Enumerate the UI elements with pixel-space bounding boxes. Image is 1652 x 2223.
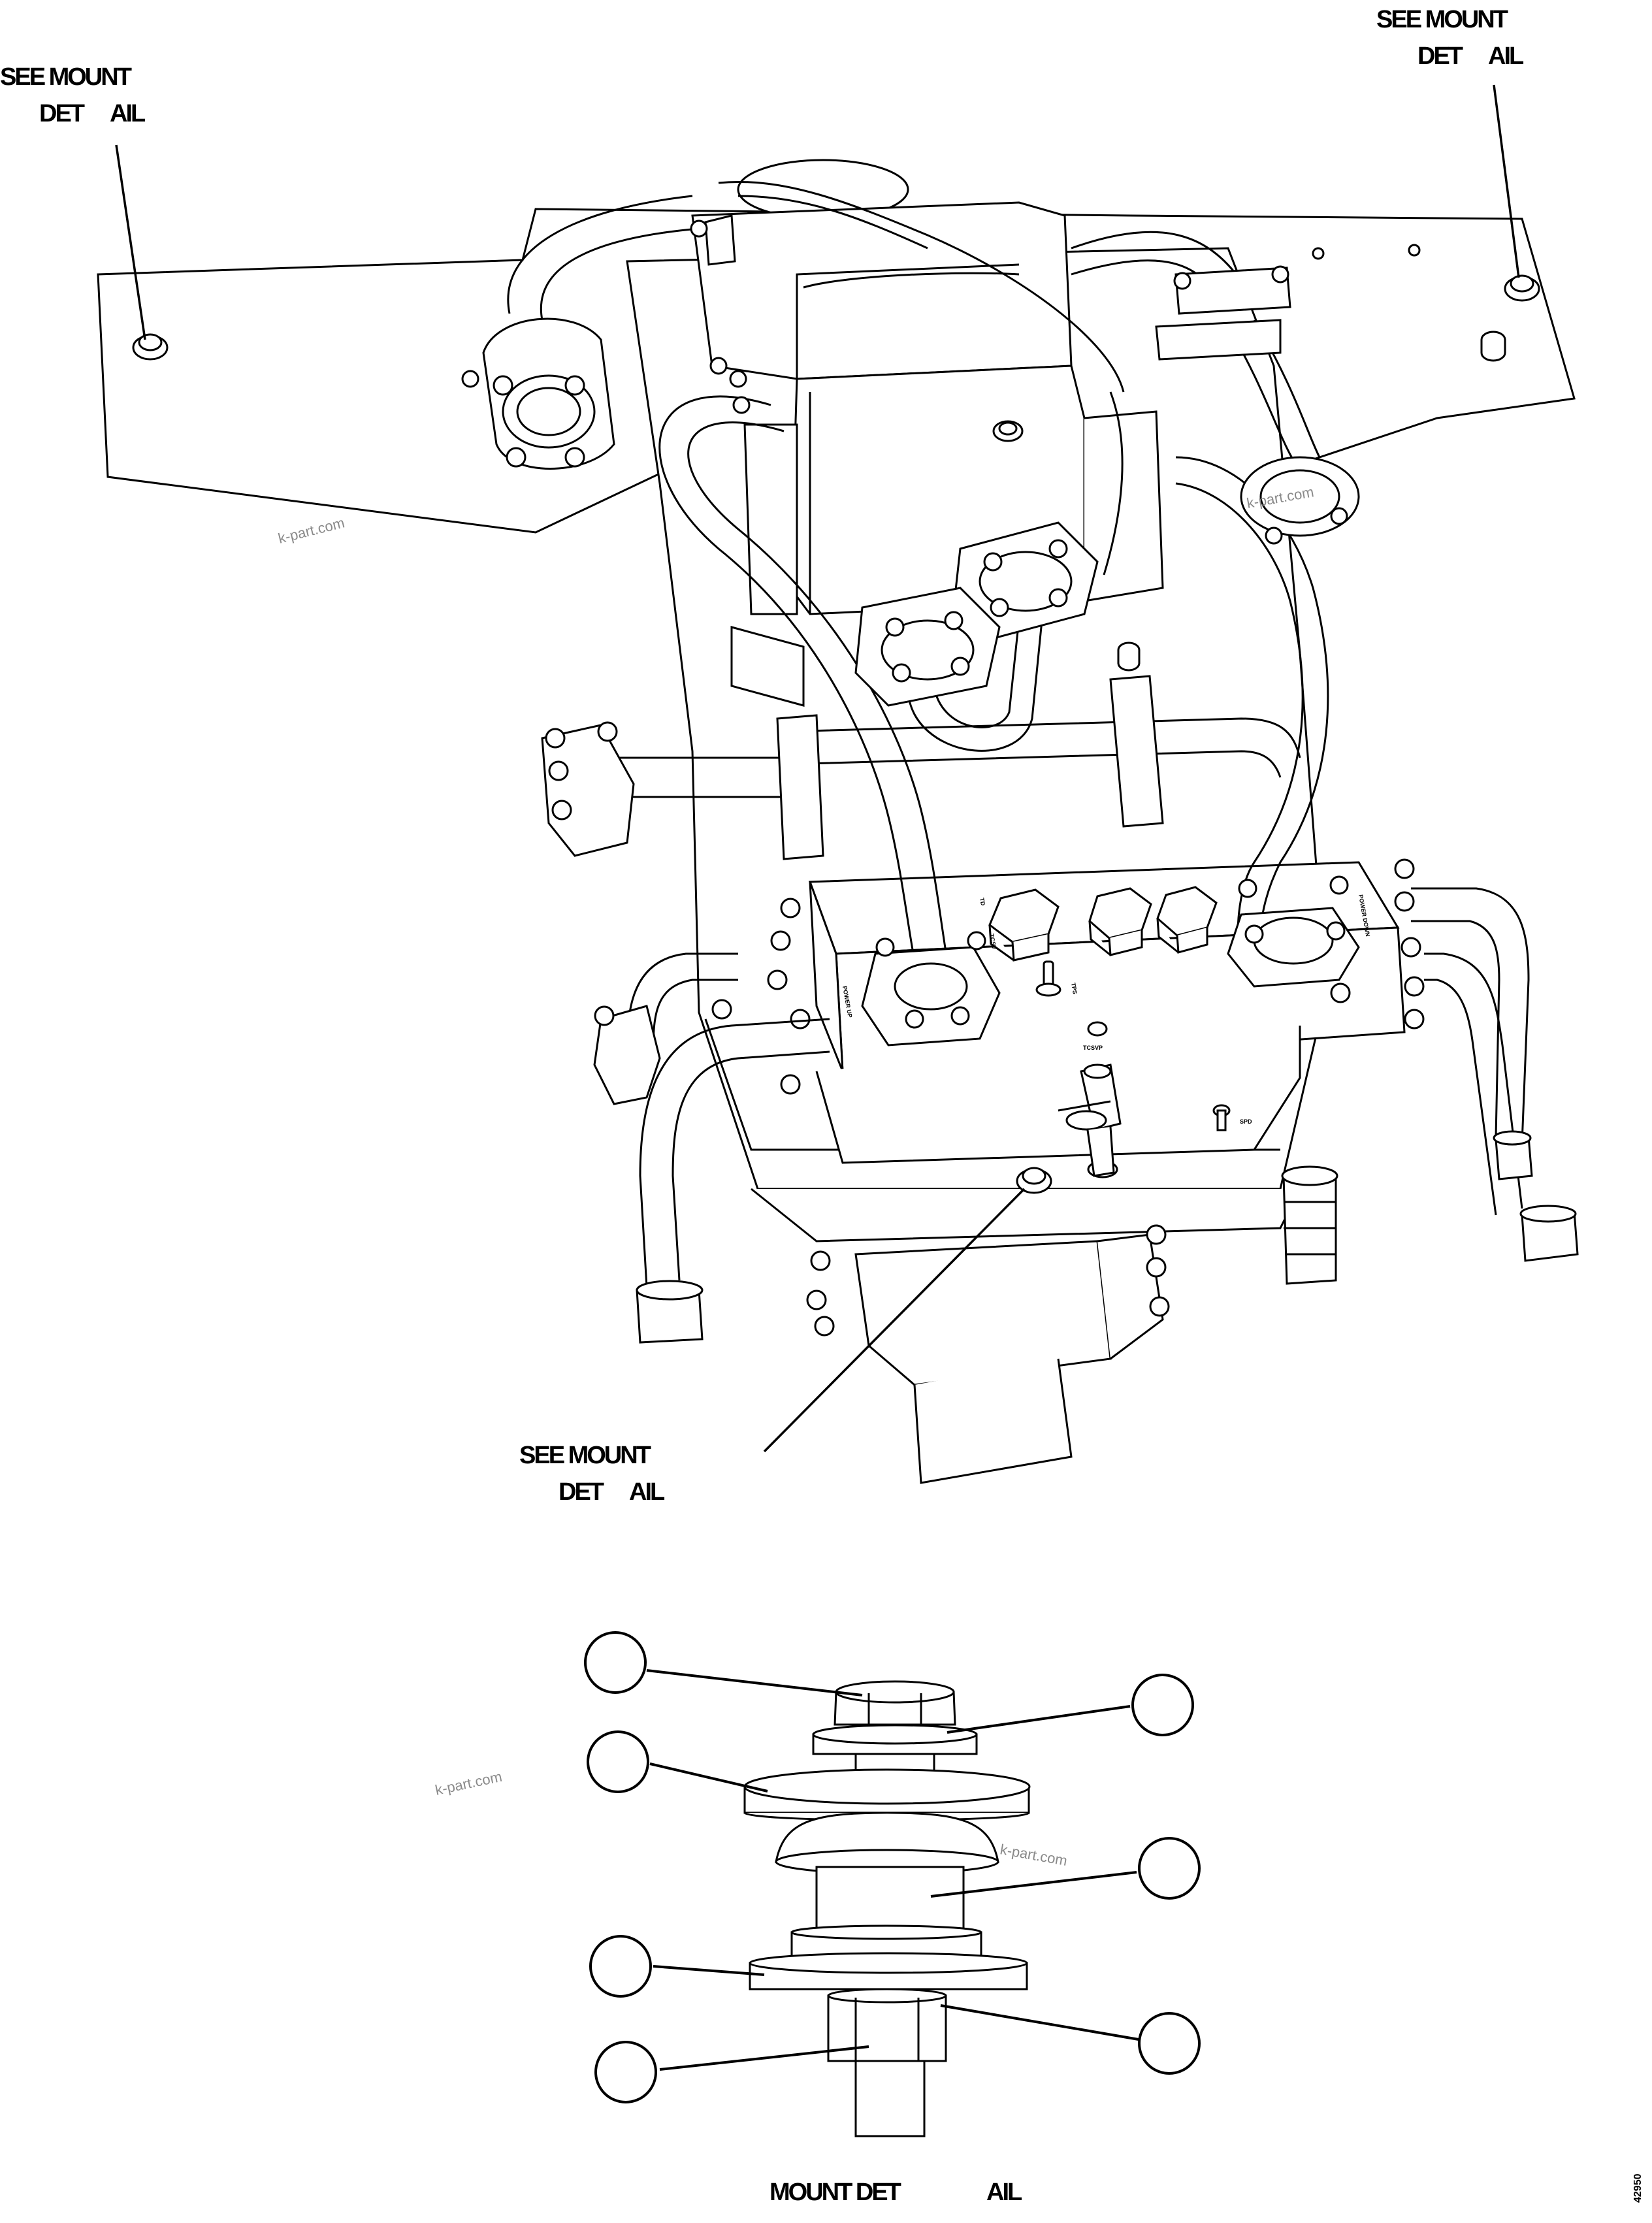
flange-center-lower	[854, 587, 1001, 707]
leader-top-left	[115, 144, 146, 340]
watermark: k-part.com	[276, 514, 346, 546]
solenoid-fitting	[1058, 1063, 1122, 1178]
detail-nut	[827, 1988, 947, 2062]
tube-end-nut-2	[1493, 1130, 1533, 1180]
tube-end-nut-3	[1519, 1205, 1579, 1262]
callout-text-det: DET	[1417, 42, 1463, 70]
clamp-center-left	[776, 714, 824, 860]
callout-text-see-mount: SEE MOUNT	[0, 63, 132, 91]
mount-detail	[743, 1680, 1031, 2137]
callout-balloon-2	[1131, 1674, 1194, 1736]
detail-spacer-sleeve	[815, 1866, 965, 1935]
clamp-top-left	[690, 214, 751, 414]
callout-text-det: DET	[39, 100, 85, 127]
flange-top-left	[461, 317, 615, 470]
flange-valve-left	[861, 931, 1001, 1047]
flange-valve-right	[1227, 875, 1360, 988]
callout-balloon-3	[587, 1730, 649, 1793]
callout-center: SEE MOUNT DET AIL	[519, 1442, 667, 1506]
callout-text-ail: AIL	[629, 1478, 665, 1506]
detail-washer-top	[812, 1724, 978, 1755]
flange-upper-right	[1240, 456, 1360, 545]
callout-top-left: SEE MOUNT DET AIL	[0, 63, 148, 127]
mount-detail-title-text: MOUNT DET	[769, 2179, 901, 2206]
callout-text-ail: AIL	[110, 100, 146, 127]
detail-rubber-isolator	[775, 1811, 999, 1875]
tube-end-nut-1	[636, 1280, 704, 1344]
callout-top-right: SEE MOUNT DET AIL	[1376, 6, 1526, 70]
callout-text-ail: AIL	[1488, 42, 1524, 70]
callout-text-see-mount: SEE MOUNT	[519, 1442, 651, 1469]
mark-tcsvp: TCSVP	[1083, 1045, 1103, 1051]
mark-tps: TPS	[1070, 982, 1078, 995]
detail-washer-bottom	[749, 1952, 1028, 1990]
leader-center	[763, 1188, 1026, 1453]
mark-spd: SPD	[1240, 1118, 1252, 1125]
plate-mount-bolt-right	[1504, 274, 1540, 302]
callout-balloon-5	[589, 1935, 652, 1998]
mark-tcsv: TCSV	[988, 933, 997, 950]
mount-detail-title: MOUNT DET AIL	[769, 2179, 1024, 2206]
flange-fittings	[461, 214, 1579, 1344]
detail-balloons	[584, 1631, 1201, 2103]
callout-text-see-mount: SEE MOUNT	[1376, 6, 1508, 33]
flange-left-side	[541, 721, 635, 857]
drawing-number: 42950	[1632, 2173, 1644, 2203]
callout-balloon-6	[1138, 2012, 1201, 2075]
callout-balloon-4	[1138, 1837, 1201, 1900]
tube-end-nut-4	[1281, 1165, 1338, 1285]
hex-cap-3	[1156, 886, 1218, 954]
plate-mount-bolt-left	[132, 333, 169, 361]
watermark: k-part.com	[999, 1841, 1069, 1869]
plate-spacer-right	[1480, 331, 1506, 362]
callout-text-det: DET	[559, 1478, 604, 1506]
valve-mount-bolt	[1016, 1167, 1052, 1194]
flange-lower-left	[593, 999, 732, 1105]
leader-lines	[115, 84, 1520, 1453]
mark-td: TD	[979, 898, 986, 907]
callout-balloon-7	[594, 2041, 657, 2103]
mount-detail-title-ail: AIL	[986, 2179, 1022, 2206]
leader-top-right	[1493, 84, 1520, 278]
hex-cap-1	[988, 888, 1060, 962]
hex-cap-2	[1088, 887, 1152, 956]
callout-balloon-1	[584, 1631, 647, 1694]
clamp-center-right	[1109, 675, 1164, 828]
lower-pump	[806, 1224, 1170, 1484]
clamp-upper-right	[1155, 265, 1291, 361]
detail-hex-bolt	[834, 1680, 956, 1726]
watermark: k-part.com	[434, 1768, 504, 1798]
